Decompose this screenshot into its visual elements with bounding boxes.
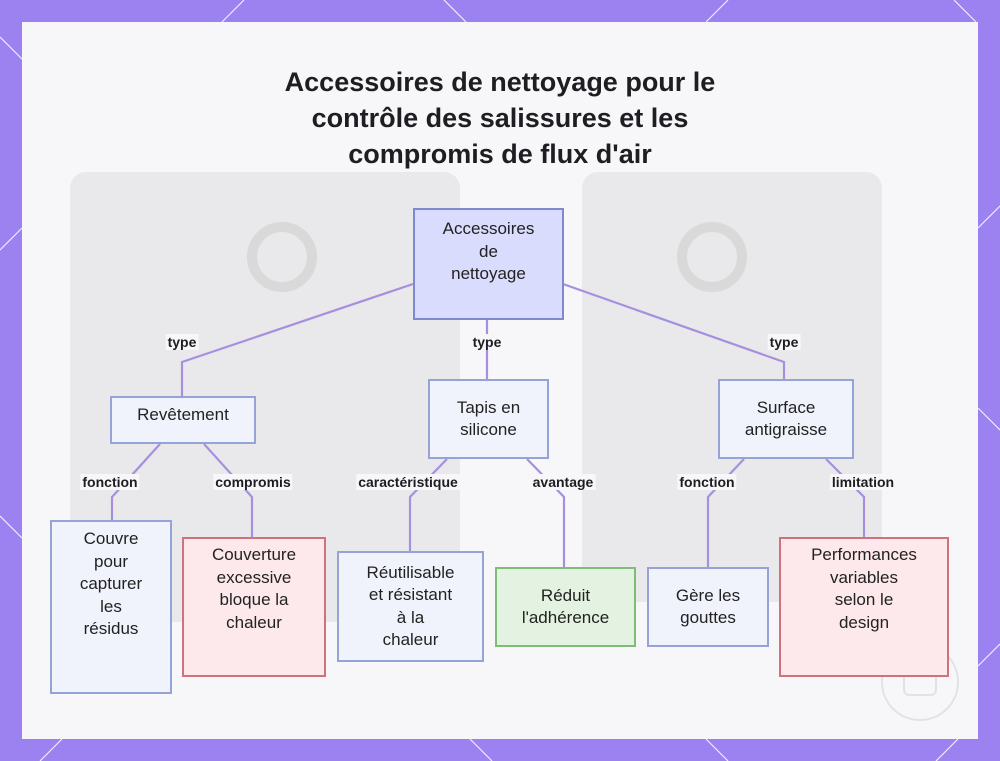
edge-root-surface (562, 282, 786, 379)
edge-label-avantage: avantage (530, 474, 596, 490)
title-line-2: contrôle des salissures et les (311, 103, 689, 133)
edge-tapis-reduit (526, 458, 566, 567)
edge-surface-gere (706, 458, 745, 567)
title-line-1: Accessoires de nettoyage pour le (284, 67, 716, 97)
edge-revetement-couverture (203, 443, 254, 537)
node-performances-variables: Performances variables selon le design (779, 537, 949, 677)
node-revetement: Revêtement (110, 396, 256, 444)
edge-label-fonction: fonction (677, 474, 737, 490)
edge-layer (110, 282, 866, 567)
node-accessoires-de-nettoyage: Accessoires de nettoyage (413, 208, 564, 320)
edge-label-caracteristique: caractéristique (356, 474, 460, 490)
node-reutilisable: Réutilisable et résistant à la chaleur (337, 551, 484, 662)
edge-label-type: type (767, 334, 801, 350)
edge-surface-performances (825, 458, 866, 537)
node-tapis-en-silicone: Tapis en silicone (428, 379, 549, 459)
node-couverture-excessive: Couverture excessive bloque la chaleur (182, 537, 326, 677)
diagram-title: Accessoires de nettoyage pour le contrôl… (222, 64, 778, 172)
edge-label-type: type (165, 334, 199, 350)
edge-tapis-reutilisable (408, 458, 448, 551)
diagram-panel: Accessoires de nettoyage pour le contrôl… (22, 22, 978, 739)
edge-revetement-couvre (110, 443, 161, 520)
node-couvre-pour-capturer: Couvre pour capturer les résidus (50, 520, 172, 694)
edge-root-revetement (180, 282, 414, 396)
node-gere-les-gouttes: Gère les gouttes (647, 567, 769, 647)
edge-label-fonction: fonction (80, 474, 140, 490)
title-line-3: compromis de flux d'air (348, 139, 652, 169)
node-surface-antigraisse: Surface antigraisse (718, 379, 854, 459)
edge-label-type: type (470, 334, 504, 350)
node-reduit-adherence: Réduit l'adhérence (495, 567, 636, 647)
edge-label-limitation: limitation (829, 474, 897, 490)
edge-label-compromis: compromis (213, 474, 293, 490)
